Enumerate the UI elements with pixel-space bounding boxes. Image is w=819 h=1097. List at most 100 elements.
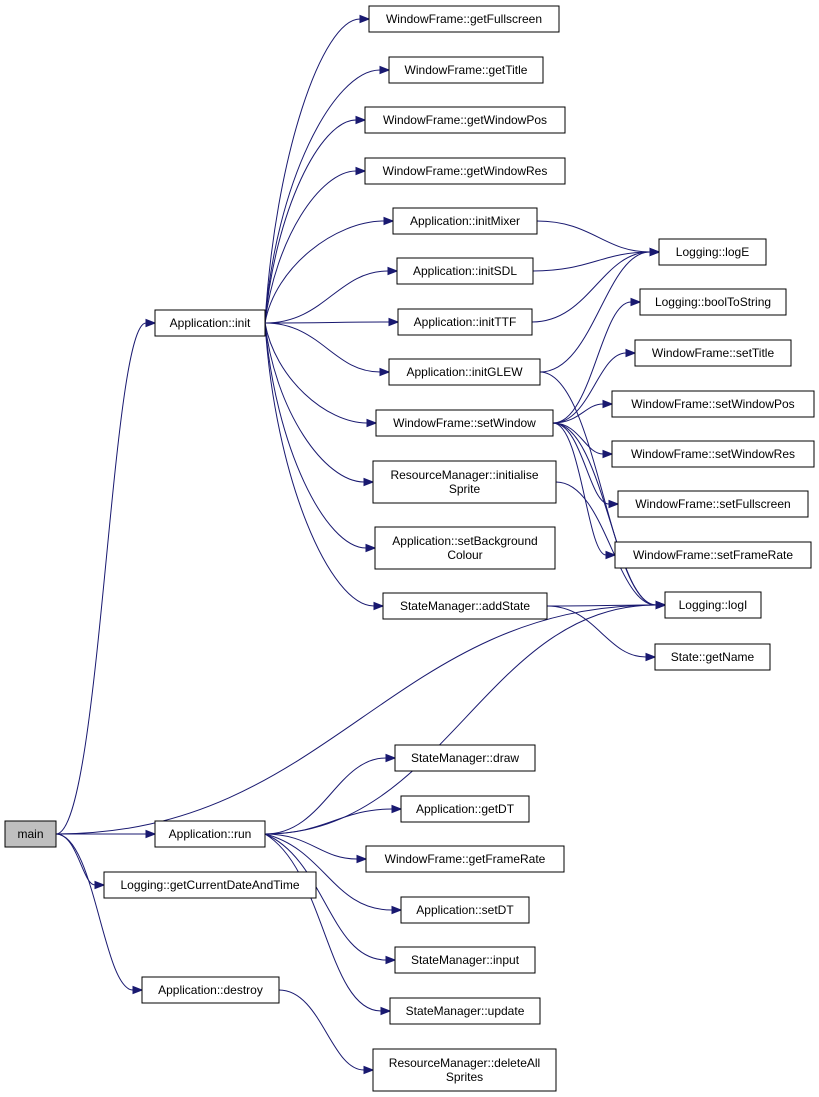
node-wf-getfullscreen[interactable]: WindowFrame::getFullscreen bbox=[368, 5, 560, 33]
node-state-getname[interactable]: State::getName bbox=[654, 643, 771, 671]
node-box bbox=[372, 1048, 557, 1092]
node-app-destroy[interactable]: Application::destroy bbox=[141, 976, 280, 1004]
node-wf-setframerate[interactable]: WindowFrame::setFrameRate bbox=[614, 541, 812, 569]
node-label: Logging::boolToString bbox=[655, 295, 771, 309]
node-label: StateManager::input bbox=[411, 953, 520, 967]
node-box bbox=[392, 207, 538, 235]
node-sm-update[interactable]: StateManager::update bbox=[389, 997, 541, 1025]
node-label: WindowFrame::setFrameRate bbox=[633, 548, 793, 562]
node-log-logi[interactable]: Logging::logI bbox=[664, 591, 762, 619]
node-app-run[interactable]: Application::run bbox=[154, 820, 266, 848]
node-box bbox=[388, 56, 544, 84]
edge-line bbox=[55, 833, 96, 886]
edge-app-init-to-app-initglew bbox=[264, 322, 391, 377]
node-box bbox=[396, 257, 534, 285]
edge-line bbox=[536, 220, 651, 253]
node-label: Application::initGLEW bbox=[406, 365, 523, 379]
edge-wf-setwindow-to-wf-setframerate bbox=[552, 422, 617, 560]
node-wf-gettitle[interactable]: WindowFrame::getTitle bbox=[388, 56, 544, 84]
arrowhead bbox=[608, 499, 620, 509]
arrowhead bbox=[379, 65, 391, 75]
node-label: Sprites bbox=[446, 1070, 483, 1084]
arrowhead bbox=[630, 297, 642, 307]
edge-line bbox=[264, 321, 390, 324]
arrowhead bbox=[359, 14, 371, 24]
arrowhead bbox=[366, 418, 378, 428]
edge-line bbox=[264, 270, 389, 324]
edge-app-init-to-wf-setwindow bbox=[264, 322, 378, 428]
node-label: WindowFrame::getWindowPos bbox=[383, 113, 547, 127]
node-sm-input[interactable]: StateManager::input bbox=[394, 946, 536, 974]
node-wf-setwindowpos[interactable]: WindowFrame::setWindowPos bbox=[611, 390, 815, 418]
node-label: Application::initSDL bbox=[413, 264, 517, 278]
arrowhead bbox=[383, 216, 395, 226]
node-app-initglew[interactable]: Application::initGLEW bbox=[388, 358, 541, 386]
node-app-getdt[interactable]: Application::getDT bbox=[400, 795, 530, 823]
edge-main-to-log-logi bbox=[55, 600, 667, 835]
node-label: WindowFrame::setWindowRes bbox=[631, 447, 795, 461]
node-log-loge[interactable]: Logging::logE bbox=[658, 238, 767, 266]
edge-app-run-to-app-setdt bbox=[264, 833, 403, 915]
edge-app-init-to-rm-initialisesprite bbox=[264, 322, 375, 487]
node-main[interactable]: main bbox=[4, 820, 57, 848]
arrowhead bbox=[355, 166, 367, 176]
edge-line bbox=[539, 251, 651, 373]
edge-line bbox=[264, 322, 367, 549]
edge-app-run-to-wf-getframerate bbox=[264, 833, 368, 864]
edge-app-init-to-app-setbackground bbox=[264, 322, 377, 553]
edge-line bbox=[546, 605, 647, 658]
node-wf-getframerate[interactable]: WindowFrame::getFrameRate bbox=[365, 845, 565, 873]
arrowhead bbox=[379, 367, 391, 377]
edge-line bbox=[552, 403, 604, 424]
edge-app-init-to-app-initmixer bbox=[264, 216, 395, 324]
node-box bbox=[372, 460, 557, 504]
node-wf-settitle[interactable]: WindowFrame::setTitle bbox=[634, 339, 792, 367]
node-label: StateManager::draw bbox=[411, 751, 519, 765]
edge-line bbox=[264, 833, 382, 1012]
node-app-initmixer[interactable]: Application::initMixer bbox=[392, 207, 538, 235]
node-box bbox=[365, 845, 565, 873]
edge-wf-setwindow-to-wf-setwindowpos bbox=[552, 399, 614, 424]
edge-line bbox=[531, 251, 651, 323]
arrowhead bbox=[645, 652, 657, 662]
node-sm-addstate[interactable]: StateManager::addState bbox=[382, 592, 548, 620]
node-wf-setwindow[interactable]: WindowFrame::setWindow bbox=[375, 409, 554, 437]
node-box bbox=[614, 541, 812, 569]
arrowhead bbox=[391, 804, 403, 814]
node-box bbox=[364, 157, 566, 185]
node-sm-draw[interactable]: StateManager::draw bbox=[394, 744, 536, 772]
edge-sm-addstate-to-state-getname bbox=[546, 605, 657, 662]
node-log-booltostring[interactable]: Logging::boolToString bbox=[639, 288, 787, 316]
arrowhead bbox=[602, 449, 614, 459]
node-label: WindowFrame::getWindowRes bbox=[383, 164, 548, 178]
edge-line bbox=[264, 119, 357, 324]
edge-app-destroy-to-rm-deleteallsprites bbox=[278, 989, 375, 1075]
node-box bbox=[103, 871, 317, 899]
edge-wf-setwindow-to-wf-settitle bbox=[552, 348, 637, 424]
node-wf-getwindowres[interactable]: WindowFrame::getWindowRes bbox=[364, 157, 566, 185]
node-label: Sprite bbox=[449, 482, 481, 496]
node-app-init[interactable]: Application::init bbox=[154, 309, 266, 337]
edge-app-init-to-wf-getfullscreen bbox=[264, 14, 371, 324]
node-wf-getwindowpos[interactable]: WindowFrame::getWindowPos bbox=[364, 106, 566, 134]
edge-line bbox=[264, 322, 375, 607]
node-box bbox=[400, 795, 530, 823]
node-box bbox=[400, 896, 530, 924]
node-wf-setwindowres[interactable]: WindowFrame::setWindowRes bbox=[611, 440, 815, 468]
node-app-initttf[interactable]: Application::initTTF bbox=[397, 308, 533, 336]
node-app-setdt[interactable]: Application::setDT bbox=[400, 896, 530, 924]
arrowhead bbox=[385, 955, 397, 965]
edge-app-run-to-sm-draw bbox=[264, 753, 397, 835]
node-log-getcurrentdate[interactable]: Logging::getCurrentDateAndTime bbox=[103, 871, 317, 899]
node-box bbox=[639, 288, 787, 316]
node-wf-setfullscreen[interactable]: WindowFrame::setFullscreen bbox=[617, 490, 809, 518]
node-label: ResourceManager::deleteAll bbox=[389, 1056, 540, 1070]
edge-line bbox=[264, 322, 381, 373]
edge-line bbox=[264, 322, 365, 483]
edge-app-init-to-app-initsdl bbox=[264, 266, 399, 324]
node-app-initsdl[interactable]: Application::initSDL bbox=[396, 257, 534, 285]
